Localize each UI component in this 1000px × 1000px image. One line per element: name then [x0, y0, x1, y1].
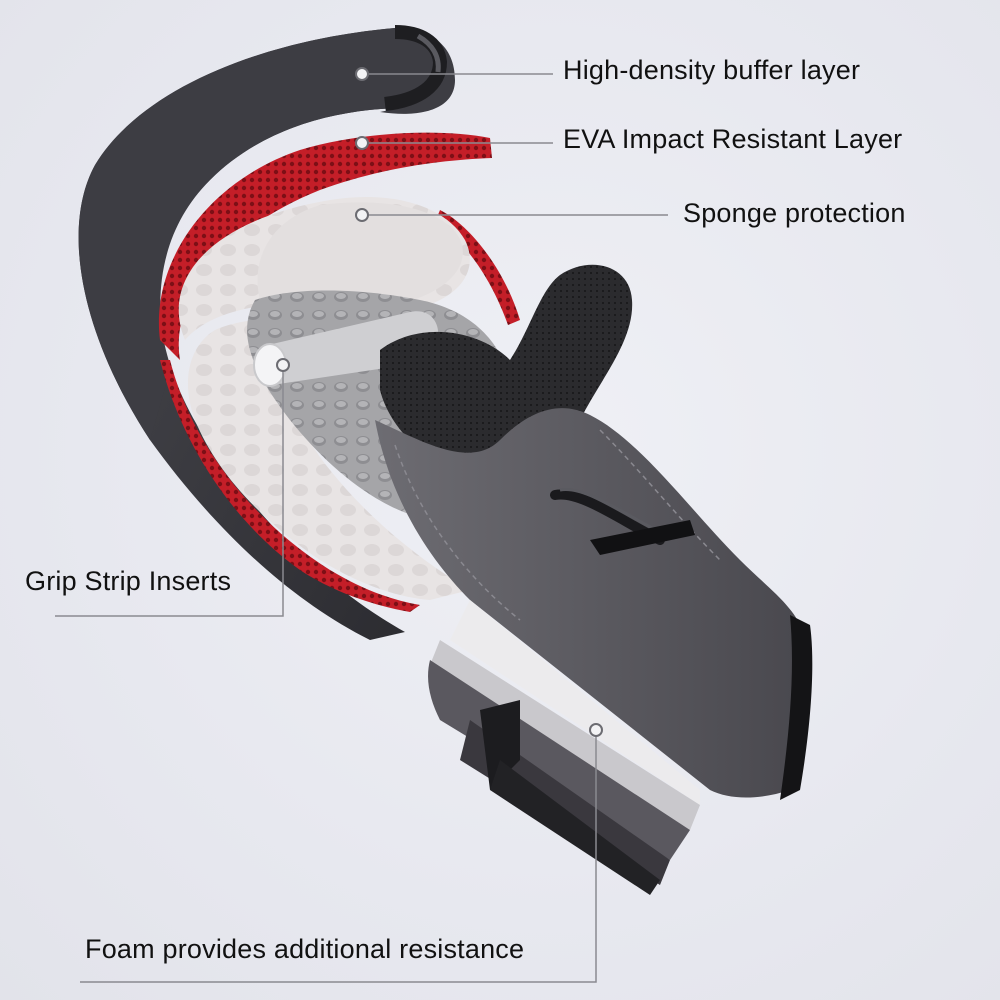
label-high-density-buffer-layer: High-density buffer layer	[563, 55, 861, 85]
outer-shell-layer	[78, 25, 455, 640]
marker-dot-eva	[355, 136, 369, 150]
label-sponge-protection: Sponge protection	[683, 198, 906, 228]
marker-dot-foam	[589, 723, 603, 737]
marker-dot-grip	[276, 358, 290, 372]
label-eva-impact-resistant-layer: EVA Impact Resistant Layer	[563, 124, 903, 154]
marker-dot-sponge	[355, 208, 369, 222]
foam-layer-stack	[428, 600, 700, 895]
hand-compartment	[375, 408, 813, 800]
callout-markers	[276, 67, 603, 737]
label-foam-resistance: Foam provides additional resistance	[85, 934, 525, 964]
label-grip-strip-inserts: Grip Strip Inserts	[25, 566, 232, 596]
leader-lines	[55, 73, 668, 983]
marker-dot-buffer	[355, 67, 369, 81]
